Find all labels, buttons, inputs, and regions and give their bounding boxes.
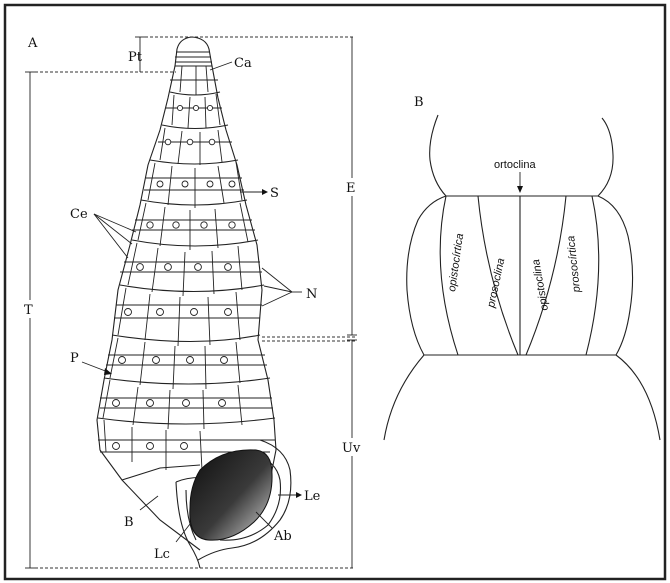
label-uv: Uv	[342, 441, 361, 456]
panel-b-letter: B	[414, 95, 424, 110]
label-s: S	[270, 186, 279, 201]
label-n: N	[306, 287, 317, 302]
label-lc: Lc	[154, 547, 170, 562]
label-ortoclina: ortoclina	[494, 159, 536, 171]
label-p: P	[70, 351, 79, 366]
figure-frame	[5, 5, 665, 579]
label-pt: Pt	[128, 50, 143, 65]
label-ce: Ce	[70, 207, 88, 222]
label-e: E	[346, 181, 356, 196]
label-le: Le	[304, 489, 321, 504]
label-t: T	[24, 303, 33, 318]
label-ca: Ca	[234, 56, 252, 71]
label-b: B	[124, 515, 134, 530]
panel-a-letter: A	[27, 36, 38, 51]
label-ab: Ab	[273, 529, 292, 544]
